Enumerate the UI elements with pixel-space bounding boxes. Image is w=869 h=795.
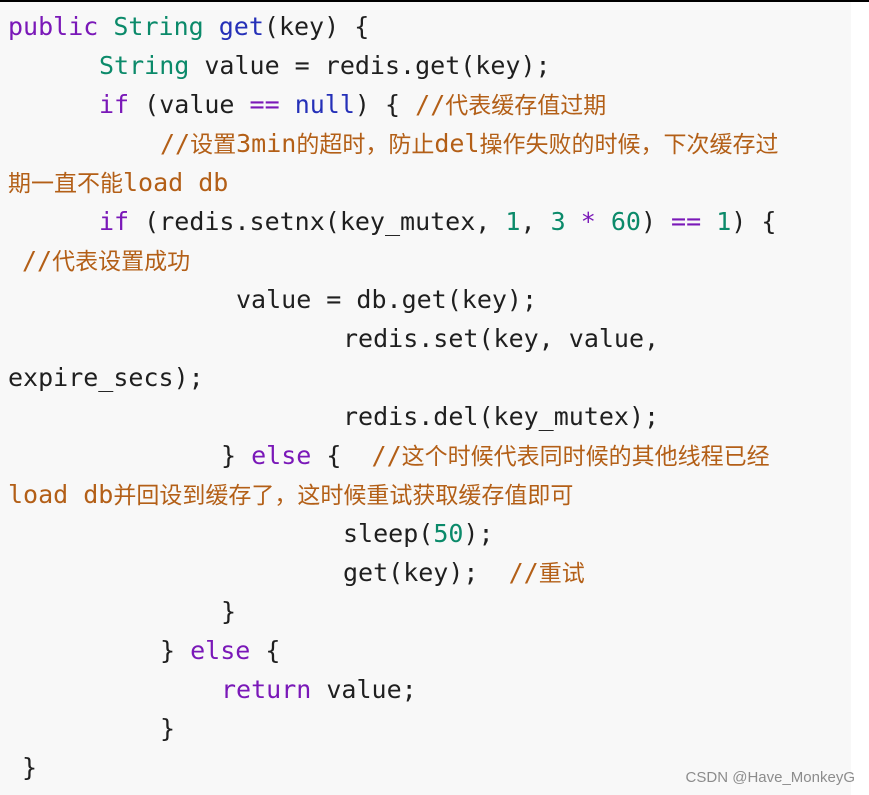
comment-text: 代表设置成功 bbox=[52, 249, 191, 275]
comment-text: 设置 bbox=[190, 132, 237, 158]
code-text bbox=[701, 207, 716, 236]
comment-code: load db bbox=[123, 168, 229, 197]
code-text: } bbox=[160, 636, 191, 665]
literal-null: null bbox=[294, 90, 355, 119]
code-line-4: //设置3min的超时，防止del操作失败的时候，下次缓存过 bbox=[160, 124, 778, 163]
code-line-1: public String get(key) { bbox=[8, 7, 369, 46]
code-text: value = db.get(key); bbox=[236, 285, 538, 314]
keyword-if: if bbox=[99, 90, 130, 119]
keyword-return: return bbox=[221, 675, 312, 704]
code-text bbox=[280, 90, 295, 119]
keyword-else: else bbox=[190, 636, 251, 665]
code-text: get(key); bbox=[343, 558, 509, 587]
code-line-7: //代表设置成功 bbox=[22, 241, 190, 280]
code-text: sleep( bbox=[343, 519, 434, 548]
comment-text: 期一直不能 bbox=[8, 171, 123, 197]
number-literal: 1 bbox=[505, 207, 521, 236]
csdn-watermark: CSDN @Have_MonkeyG bbox=[685, 769, 855, 786]
comment-text: 的超时，防止 bbox=[296, 132, 435, 158]
code-text: ) { bbox=[731, 207, 777, 236]
code-line-9: redis.set(key, value, bbox=[343, 319, 659, 358]
comment-code: 3min bbox=[236, 129, 297, 158]
code-text: } bbox=[221, 597, 237, 626]
comment-code: load db bbox=[8, 480, 114, 509]
code-line-6: if (redis.setnx(key_mutex, 1, 3 * 60) ==… bbox=[99, 202, 776, 241]
code-text: value; bbox=[311, 675, 417, 704]
code-line-17: } else { bbox=[160, 631, 280, 670]
code-line-8: value = db.get(key); bbox=[236, 280, 537, 319]
code-text: { bbox=[311, 441, 372, 470]
keyword-public: public bbox=[8, 12, 99, 41]
number-literal: 50 bbox=[433, 519, 464, 548]
number-literal: 60 bbox=[610, 207, 641, 236]
comment-code: del bbox=[434, 129, 480, 158]
code-line-18: return value; bbox=[221, 670, 417, 709]
comment-text: 这个时候代表同时候的其他线程已经 bbox=[401, 444, 770, 470]
comment-text: 操作失败的时候，下次缓存过 bbox=[479, 132, 779, 158]
code-text bbox=[566, 207, 581, 236]
code-text: ); bbox=[463, 519, 494, 548]
right-gutter bbox=[851, 2, 869, 795]
code-text: (redis.setnx(key_mutex, bbox=[129, 207, 506, 236]
code-line-10: expire_secs); bbox=[8, 358, 204, 397]
code-line-20: } bbox=[22, 748, 37, 787]
comment-marker: // bbox=[160, 129, 191, 158]
comment-text: 重试 bbox=[538, 561, 585, 587]
code-text: redis.del(key_mutex); bbox=[343, 402, 660, 431]
comment-marker: // bbox=[22, 246, 53, 275]
comment-marker: // bbox=[508, 558, 539, 587]
operator-mul: * bbox=[580, 207, 596, 236]
code-text: (value bbox=[129, 90, 250, 119]
code-text: (key) { bbox=[263, 12, 370, 41]
code-line-13: load db并回设到缓存了，这时候重试获取缓存值即可 bbox=[8, 475, 573, 514]
number-literal: 1 bbox=[716, 207, 732, 236]
keyword-else: else bbox=[251, 441, 312, 470]
comment-marker: // bbox=[371, 441, 402, 470]
code-text: { bbox=[250, 636, 281, 665]
operator-eq: == bbox=[249, 90, 280, 119]
code-text: value = redis. bbox=[189, 51, 416, 80]
number-literal: 3 bbox=[550, 207, 566, 236]
code-line-14: sleep(50); bbox=[343, 514, 494, 553]
comment-marker: // bbox=[415, 90, 446, 119]
code-text: redis.set(key, value, bbox=[343, 324, 660, 353]
code-line-15: get(key); //重试 bbox=[343, 553, 585, 592]
code-text: ) { bbox=[354, 90, 416, 119]
code-line-5: 期一直不能load db bbox=[8, 163, 228, 202]
top-border bbox=[0, 0, 869, 2]
type-string: String bbox=[113, 12, 204, 41]
code-line-11: redis.del(key_mutex); bbox=[343, 397, 659, 436]
function-get: get bbox=[218, 12, 264, 41]
code-line-12: } else { //这个时候代表同时候的其他线程已经 bbox=[221, 436, 770, 475]
code-text: (key); bbox=[460, 51, 551, 80]
type-string: String bbox=[99, 51, 190, 80]
code-text: } bbox=[22, 753, 38, 782]
operator-eq: == bbox=[671, 207, 702, 236]
code-text: } bbox=[160, 714, 176, 743]
code-line-19: } bbox=[160, 709, 175, 748]
code-block: public String get(key) { String value = … bbox=[0, 2, 851, 795]
comment-text: 并回设到缓存了，这时候重试获取缓存值即可 bbox=[113, 483, 574, 509]
keyword-if: if bbox=[99, 207, 130, 236]
code-line-16: } bbox=[221, 592, 236, 631]
code-line-2: String value = redis.get(key); bbox=[99, 46, 551, 85]
code-text: ) bbox=[640, 207, 672, 236]
code-text: } bbox=[221, 441, 252, 470]
code-text: expire_secs); bbox=[8, 363, 204, 392]
code-line-3: if (value == null) { //代表缓存值过期 bbox=[99, 85, 606, 124]
code-text: , bbox=[520, 207, 551, 236]
code-text: get bbox=[415, 51, 461, 80]
code-text bbox=[596, 207, 611, 236]
comment-text: 代表缓存值过期 bbox=[445, 93, 607, 119]
